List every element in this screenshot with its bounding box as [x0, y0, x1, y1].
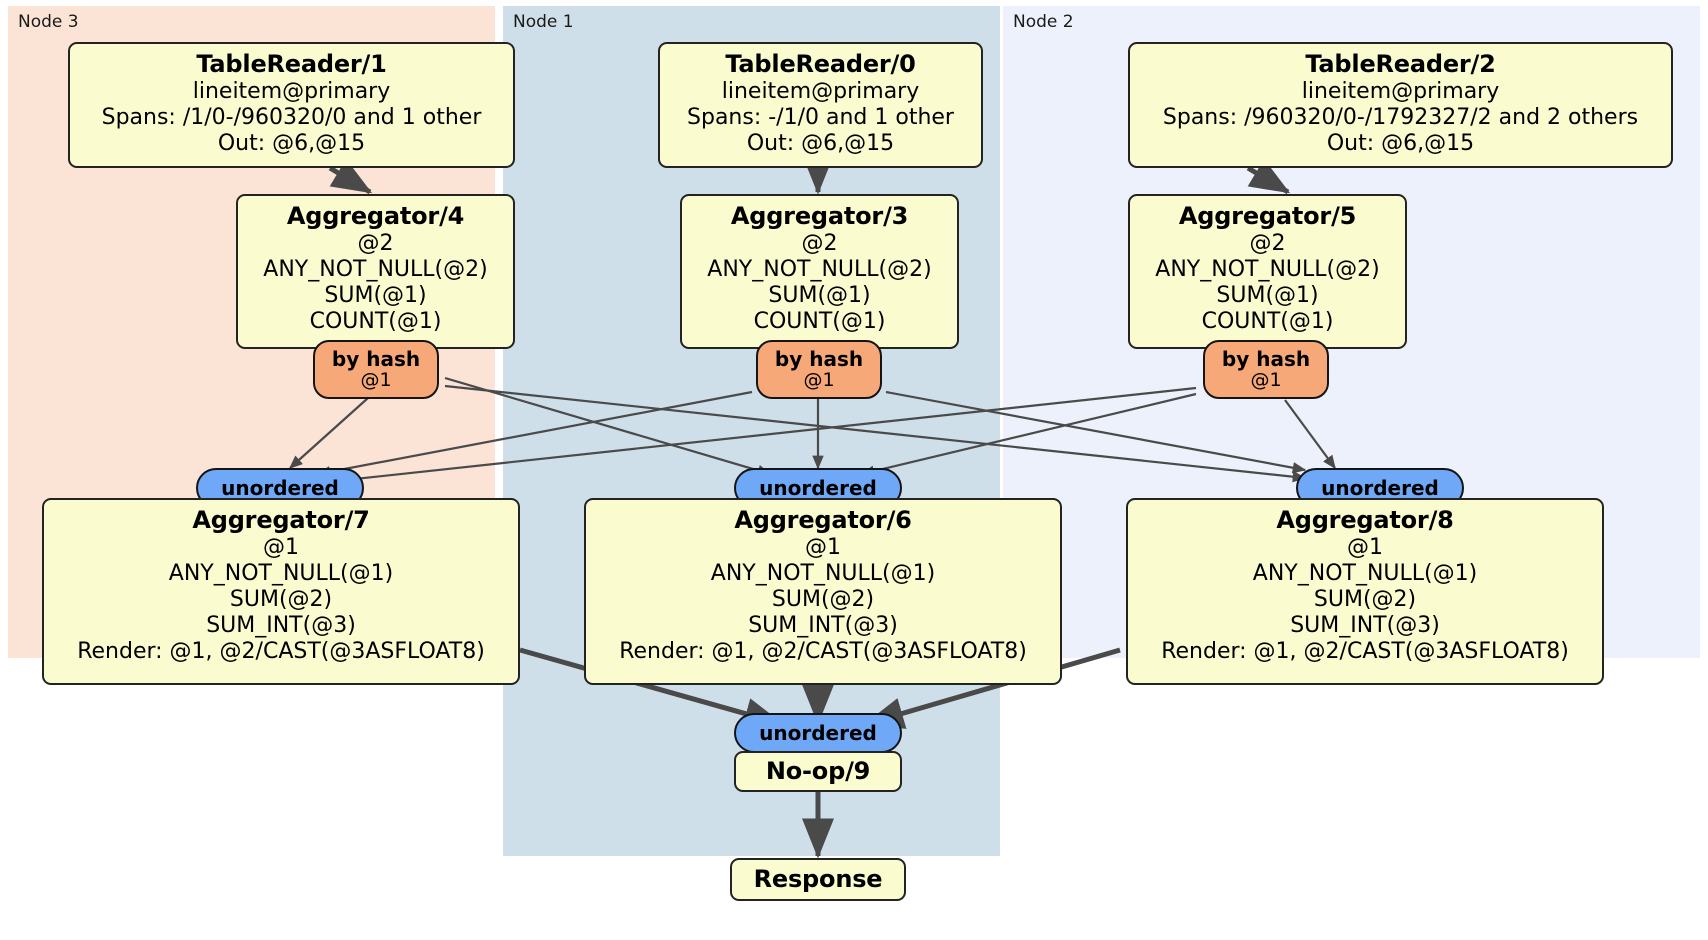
processor-title: TableReader/2	[1305, 50, 1496, 78]
processor-line: ANY_NOT_NULL(@2)	[1155, 257, 1380, 283]
processor-aggregator-6[interactable]: Aggregator/6 @1 ANY_NOT_NULL(@1) SUM(@2)…	[584, 498, 1062, 685]
processor-line: SUM(@1)	[324, 283, 427, 309]
processor-line: SUM_INT(@3)	[206, 613, 356, 639]
processor-title: Response	[753, 864, 883, 893]
processor-line: SUM(@1)	[1216, 283, 1319, 309]
processor-no-op-9[interactable]: No-op/9	[734, 751, 902, 792]
processor-line: Out: @6,@15	[217, 131, 366, 157]
processor-line: SUM(@2)	[229, 587, 333, 613]
processor-title: Aggregator/5	[1178, 202, 1357, 230]
processor-title: TableReader/1	[196, 50, 387, 78]
processor-table-reader-1[interactable]: TableReader/1 lineitem@primary Spans: /1…	[68, 42, 515, 168]
processor-line: SUM_INT(@3)	[1290, 613, 1440, 639]
router-by-hash-center[interactable]: by hash @1	[756, 340, 882, 399]
processor-line: COUNT(@1)	[1201, 309, 1334, 335]
processor-line: @1	[263, 535, 299, 561]
router-sublabel: @1	[803, 368, 835, 391]
router-sublabel: @1	[360, 368, 392, 391]
processor-line: lineitem@primary	[721, 79, 920, 105]
processor-line: Render: @1, @2/CAST(@3ASFLOAT8)	[77, 639, 485, 665]
processor-aggregator-5[interactable]: Aggregator/5 @2 ANY_NOT_NULL(@2) SUM(@1)…	[1128, 194, 1407, 349]
router-label: unordered	[759, 476, 877, 500]
processor-aggregator-7[interactable]: Aggregator/7 @1 ANY_NOT_NULL(@1) SUM(@2)…	[42, 498, 520, 685]
processor-line: Out: @6,@15	[1326, 131, 1475, 157]
processor-line: SUM(@2)	[771, 587, 875, 613]
processor-aggregator-3[interactable]: Aggregator/3 @2 ANY_NOT_NULL(@2) SUM(@1)…	[680, 194, 959, 349]
processor-line: SUM_INT(@3)	[748, 613, 898, 639]
processor-line: ANY_NOT_NULL(@2)	[263, 257, 488, 283]
router-by-hash-left[interactable]: by hash @1	[313, 340, 439, 399]
processor-title: No-op/9	[765, 756, 871, 785]
processor-table-reader-2[interactable]: TableReader/2 lineitem@primary Spans: /9…	[1128, 42, 1673, 168]
processor-line: Spans: /1/0-/960320/0 and 1 other	[101, 105, 482, 131]
processor-line: ANY_NOT_NULL(@1)	[168, 561, 394, 587]
processor-table-reader-0[interactable]: TableReader/0 lineitem@primary Spans: -/…	[658, 42, 983, 168]
router-label: by hash	[331, 346, 421, 371]
processor-line: Spans: -/1/0 and 1 other	[687, 105, 954, 131]
processor-line: Spans: /960320/0-/1792327/2 and 2 others	[1162, 105, 1639, 131]
processor-line: COUNT(@1)	[309, 309, 442, 335]
processor-line: ANY_NOT_NULL(@2)	[707, 257, 932, 283]
processor-line: lineitem@primary	[192, 79, 391, 105]
processor-line: Render: @1, @2/CAST(@3ASFLOAT8)	[619, 639, 1027, 665]
processor-line: @2	[1249, 231, 1286, 257]
router-label: unordered	[759, 721, 877, 745]
processor-line: Out: @6,@15	[746, 131, 895, 157]
processor-line: SUM(@2)	[1313, 587, 1417, 613]
router-by-hash-right[interactable]: by hash @1	[1203, 340, 1329, 399]
processor-line: @2	[357, 231, 394, 257]
processor-line: ANY_NOT_NULL(@1)	[710, 561, 936, 587]
processor-line: SUM(@1)	[768, 283, 871, 309]
node-panel-label-node3: Node 3	[18, 12, 79, 32]
node-panel-label-node1: Node 1	[513, 12, 574, 32]
router-unordered-final[interactable]: unordered	[734, 713, 902, 753]
processor-aggregator-8[interactable]: Aggregator/8 @1 ANY_NOT_NULL(@1) SUM(@2)…	[1126, 498, 1604, 685]
processor-line: ANY_NOT_NULL(@1)	[1252, 561, 1478, 587]
router-label: by hash	[774, 346, 864, 371]
processor-title: Aggregator/6	[734, 506, 912, 534]
processor-line: @2	[801, 231, 838, 257]
router-label: unordered	[221, 476, 339, 500]
processor-title: Aggregator/7	[192, 506, 370, 534]
processor-line: @1	[1347, 535, 1383, 561]
router-sublabel: @1	[1250, 368, 1282, 391]
router-label: unordered	[1321, 476, 1439, 500]
processor-aggregator-4[interactable]: Aggregator/4 @2 ANY_NOT_NULL(@2) SUM(@1)…	[236, 194, 515, 349]
processor-line: @1	[805, 535, 841, 561]
processor-line: COUNT(@1)	[753, 309, 886, 335]
processor-title: Aggregator/3	[730, 202, 909, 230]
processor-line: Render: @1, @2/CAST(@3ASFLOAT8)	[1161, 639, 1569, 665]
processor-title: Aggregator/4	[286, 202, 465, 230]
router-label: by hash	[1221, 346, 1311, 371]
processor-response[interactable]: Response	[730, 858, 906, 901]
node-panel-label-node2: Node 2	[1013, 12, 1074, 32]
processor-line: lineitem@primary	[1301, 79, 1500, 105]
processor-title: TableReader/0	[725, 50, 916, 78]
processor-title: Aggregator/8	[1276, 506, 1454, 534]
